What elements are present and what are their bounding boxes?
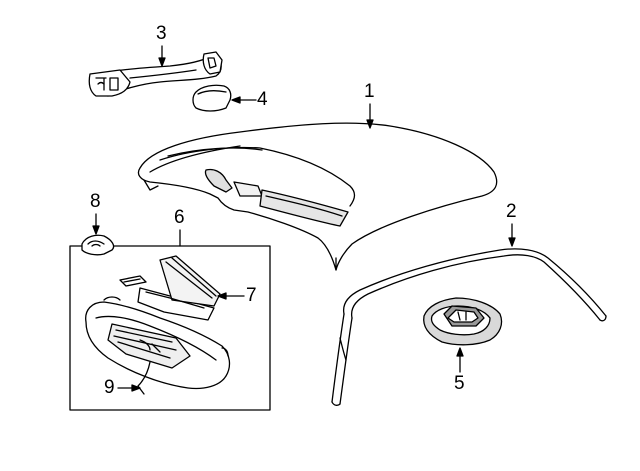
grab-handle [88, 51, 223, 97]
callout-6: 6 [174, 207, 185, 228]
sun-visor-box [69, 245, 271, 411]
callout-9: 9 [104, 377, 115, 398]
callout-1: 1 [364, 81, 375, 102]
roof-side-molding [331, 248, 607, 406]
roof-panel [137, 122, 498, 271]
handle-cap [192, 84, 232, 112]
callout-5: 5 [454, 373, 465, 394]
callout-3: 3 [156, 23, 167, 44]
callout-2: 2 [506, 201, 517, 222]
leader-lines [92, 45, 516, 392]
callout-8: 8 [90, 191, 101, 212]
callout-7: 7 [246, 285, 257, 306]
callout-4: 4 [257, 89, 268, 110]
dome-lamp [423, 297, 503, 346]
visor-clip [81, 234, 115, 256]
